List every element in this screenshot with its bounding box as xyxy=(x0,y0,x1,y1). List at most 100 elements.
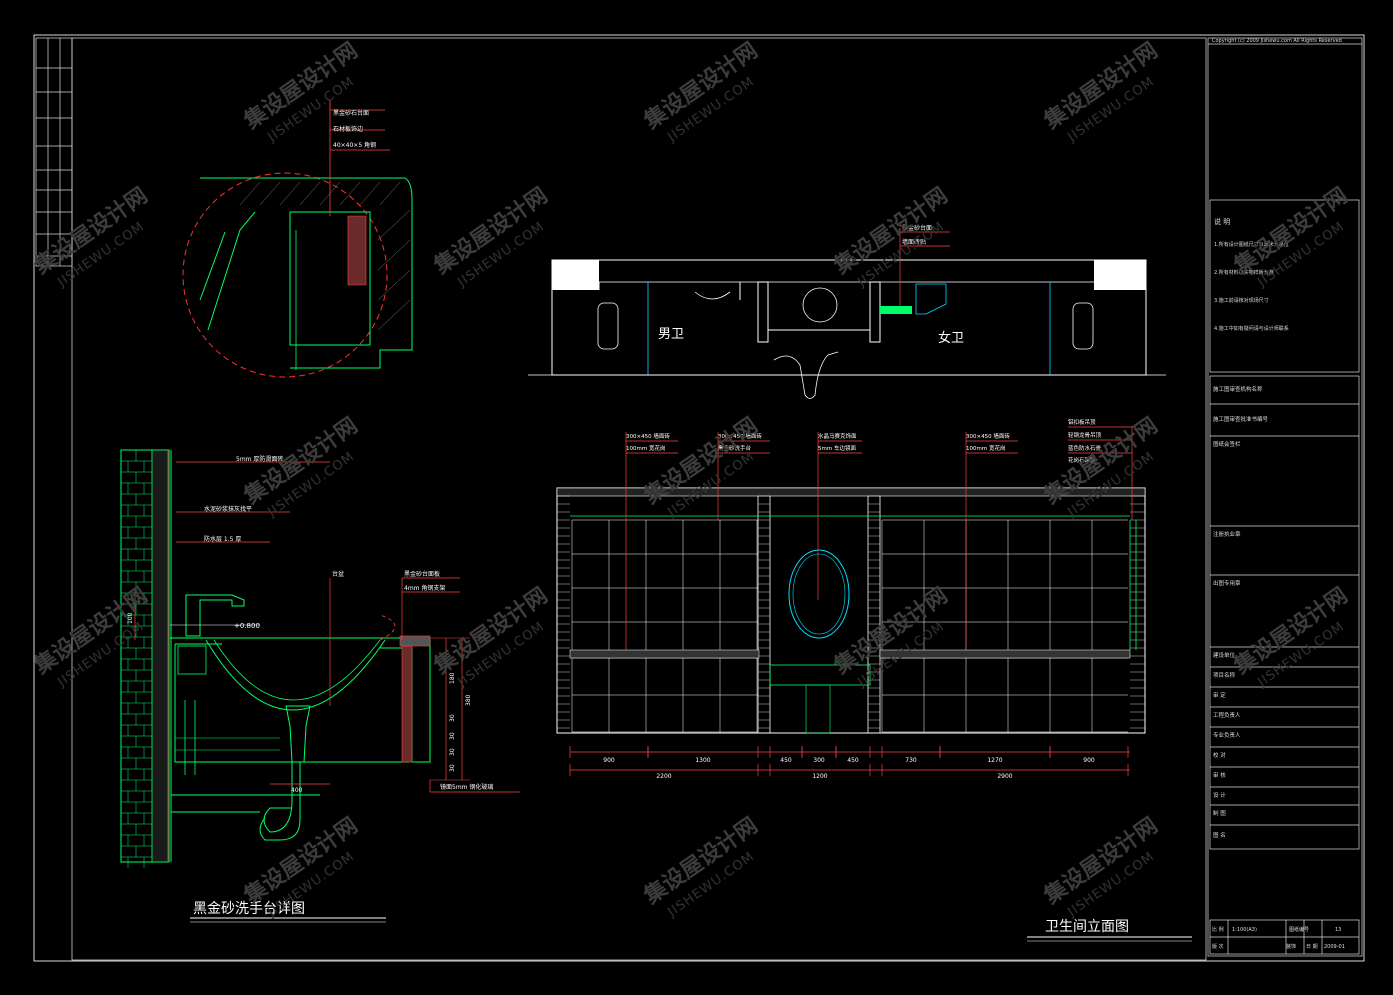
label-level: +0.800 xyxy=(234,622,260,630)
dim-180: 180 xyxy=(449,672,456,684)
dim-row1-value: 900 xyxy=(1083,757,1095,764)
elevation-top-label: 300×450 墙面砖 xyxy=(966,432,1010,440)
title-block-row: 审 核 xyxy=(1213,771,1226,779)
title-block-row: 图 名 xyxy=(1213,831,1226,839)
label-basin: 台盆 xyxy=(332,570,344,578)
date-label: 日 期 xyxy=(1306,944,1318,950)
title-block-row: 施工图审查批准书编号 xyxy=(1213,415,1269,423)
dimension-row-1: 900 1300 450 300 450 730 1270 900 xyxy=(569,746,1129,764)
dim-row2-value: 2900 xyxy=(997,773,1012,780)
label-black-granite: 黑金砂石台面 xyxy=(333,109,369,117)
dim-row1-value: 300 xyxy=(813,757,825,764)
elevation-top-label: 黑金砂洗手台 xyxy=(718,444,752,452)
dim-30-a: 30 xyxy=(449,714,456,722)
label-frame: 4mm 角钢支架 xyxy=(404,584,445,592)
dim-row1-value: 730 xyxy=(905,757,917,764)
title-block-row: 施工图审查机构名称 xyxy=(1213,385,1263,393)
dim-row1-value: 900 xyxy=(603,757,615,764)
title-block-row: 图纸会签栏 xyxy=(1213,440,1241,448)
circle-detail xyxy=(182,100,413,378)
title-block-row: 项目名称 xyxy=(1213,671,1236,679)
dim-30-c: 30 xyxy=(449,748,456,756)
note-line: 2.所有材料以实物样板为准 xyxy=(1214,269,1274,276)
elevation-top-label: 花岗石踢脚 xyxy=(1068,456,1096,464)
notes-list: 1.所有设计图纸尺寸以毫米为单位2.所有材料以实物样板为准3.施工前请核对现场尺… xyxy=(1214,241,1289,332)
elevation-view xyxy=(556,426,1146,771)
label-stone-edge: 石材板饰边 xyxy=(333,125,363,133)
copyright-text: Copyright (c) 2009 Jishewu.com All Right… xyxy=(1212,38,1342,44)
label-mirror-note: 镜面5mm 钢化玻璃 xyxy=(440,783,493,791)
label-counter: 黑金砂台面板 xyxy=(404,570,440,578)
elevation-top-label: 100mm 宽花岗 xyxy=(966,444,1005,452)
right-drawing-title: 卫生间立面图 xyxy=(1045,919,1129,935)
dim-400: 400 xyxy=(291,787,303,794)
plan-note-2: 墙面砖贴 xyxy=(902,238,926,246)
drawing-no-label: 图纸编号 xyxy=(1289,926,1309,933)
left-drawing-title: 黑金砂洗手台详图 xyxy=(193,901,305,917)
title-block-row: 注册执业章 xyxy=(1213,530,1241,538)
dim-30-b: 30 xyxy=(449,732,456,740)
inner-border xyxy=(71,37,1207,961)
dim-380: 380 xyxy=(465,694,472,706)
title-block-row: 工程负责人 xyxy=(1213,711,1241,719)
title-block-row: 审 定 xyxy=(1213,691,1226,699)
note-line: 4.施工中如有疑问请与设计师联系 xyxy=(1214,325,1289,332)
label-tile: 5mm 厚防滑面砖 xyxy=(236,455,283,463)
dimension-row-2: 2200 1200 2900 xyxy=(569,764,1129,780)
title-block-row: 专业负责人 xyxy=(1213,731,1241,739)
label-angle-steel: 40×40×5 角钢 xyxy=(333,141,376,149)
plan-note-1: 黑金砂台面 xyxy=(902,224,932,232)
notes-title: 说 明 xyxy=(1214,217,1230,226)
version-label: 版 次 xyxy=(1212,943,1224,950)
dim-30-d: 30 xyxy=(449,764,456,772)
label-waterproof: 防水层 1.5 厚 xyxy=(204,535,241,543)
plan-view xyxy=(528,228,1166,399)
basin-section xyxy=(120,449,520,868)
note-line: 1.所有设计图纸尺寸以毫米为单位 xyxy=(1214,241,1289,248)
drawing-no-value: 13 xyxy=(1335,927,1341,933)
elevation-top-label: 水晶马赛克饰面 xyxy=(818,432,857,440)
title-block-row: 建设单位 xyxy=(1213,651,1236,659)
scale-label: 比 例 xyxy=(1212,926,1224,933)
dim-row1-value: 450 xyxy=(780,757,792,764)
elevation-top-label: 铝扣板吊顶 xyxy=(1068,418,1096,426)
elevation-top-label: 300×450 墙面砖 xyxy=(718,432,762,440)
date-value: 2009-01 xyxy=(1324,944,1345,950)
title-block-rows: 施工图审查机构名称施工图审查批准书编号图纸会签栏注册执业章出图专用章建设单位项目… xyxy=(1213,385,1269,839)
elevation-top-label: 300×450 墙面砖 xyxy=(626,432,670,440)
elevation-top-label: 5mm 车边镜面 xyxy=(818,444,856,452)
elevation-top-label: 100mm 宽花岗 xyxy=(626,444,665,452)
elevation-top-label: 蓝色防水石膏 xyxy=(1068,444,1102,452)
title-block-row: 出图专用章 xyxy=(1213,579,1241,587)
dim-row1-value: 1270 xyxy=(987,757,1002,764)
design-value: 装饰 xyxy=(1286,943,1296,950)
plan-female-label: 女卫 xyxy=(938,330,964,346)
left-stamp-column xyxy=(35,37,73,267)
dim-row2-value: 2200 xyxy=(656,773,671,780)
elevation-top-label: 轻钢龙骨吊顶 xyxy=(1068,431,1102,439)
dim-row1-value: 1300 xyxy=(695,757,710,764)
plan-male-label: 男卫 xyxy=(658,327,684,342)
dim-row2-value: 1200 xyxy=(812,773,827,780)
sheet-border xyxy=(33,34,1365,962)
title-block-row: 制 图 xyxy=(1213,809,1226,817)
title-block-row: 校 对 xyxy=(1213,751,1226,759)
dim-100: 100 xyxy=(127,612,134,624)
dim-row1-value: 450 xyxy=(847,757,859,764)
